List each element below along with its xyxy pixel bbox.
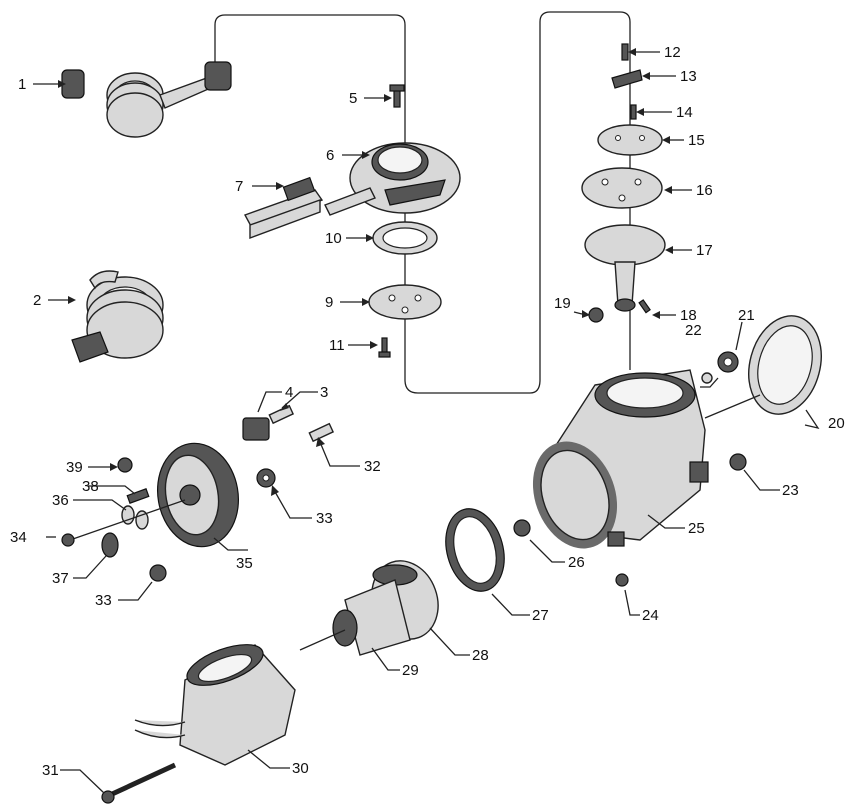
- part-6-valve-plate: [349, 142, 461, 214]
- part-4-block: [242, 417, 270, 441]
- part-31-cable: [101, 762, 177, 804]
- part-15-plate: [597, 124, 663, 156]
- leader-lines: [33, 48, 820, 794]
- callout-24: 24: [642, 607, 659, 624]
- part-18-screw: [638, 299, 651, 314]
- callout-18: 18: [680, 307, 697, 324]
- callout-36: 36: [52, 492, 69, 509]
- part-3-screw: [268, 404, 295, 425]
- part-9-plate: [368, 284, 442, 320]
- callout-1: 1: [18, 76, 26, 93]
- callout-30: 30: [292, 760, 309, 777]
- part-32-screw: [308, 422, 335, 443]
- callout-4: 4: [285, 384, 293, 401]
- callout-9: 9: [325, 294, 333, 311]
- part-10-gasket: [372, 221, 438, 255]
- callout-29: 29: [402, 662, 419, 679]
- callout-20: 20: [828, 415, 845, 432]
- callout-10: 10: [325, 230, 342, 247]
- callout-6: 6: [326, 147, 334, 164]
- part-30-motor-housing: [134, 644, 296, 766]
- part-24-screw: [615, 573, 629, 587]
- callout-2: 2: [33, 292, 41, 309]
- part-22-washer: [701, 372, 713, 384]
- callout-23: 23: [782, 482, 799, 499]
- part-12-screw: [621, 43, 629, 61]
- callout-34: 34: [10, 529, 27, 546]
- callout-labels: 1 2 3 4 5 6 7 8 9 10 11 12 13 14 15 16 1…: [10, 44, 845, 779]
- callout-14: 14: [676, 104, 693, 121]
- callout-22: 22: [685, 322, 702, 339]
- callout-17: 17: [696, 242, 713, 259]
- callout-27: 27: [532, 607, 549, 624]
- callout-7: 7: [235, 178, 243, 195]
- callout-39: 39: [66, 459, 83, 476]
- part-7-reed-strips: [243, 176, 376, 240]
- callout-33-lower: 33: [95, 592, 112, 609]
- part-35-fan: [156, 442, 240, 548]
- part-38-spring: [126, 488, 150, 504]
- part-11-screw: [378, 337, 391, 358]
- callout-21: 21: [738, 307, 755, 324]
- callout-37: 37: [52, 570, 69, 587]
- part-19-nut: [588, 307, 604, 323]
- part-29-rotor: [299, 579, 411, 656]
- part-2-coiled-cable: [71, 270, 164, 363]
- callout-26: 26: [568, 554, 585, 571]
- callout-33-upper: 33: [316, 510, 333, 527]
- callout-11: 11: [329, 337, 345, 354]
- part-37-disc: [101, 532, 119, 558]
- callout-35: 35: [236, 555, 253, 572]
- callout-12: 12: [664, 44, 681, 61]
- connection-lines: [214, 11, 631, 394]
- callout-15: 15: [688, 132, 705, 149]
- part-1-coiled-cable: [61, 61, 232, 138]
- callout-28: 28: [472, 647, 489, 664]
- part-33-nut-lower: [149, 564, 167, 582]
- part-5-screw: [389, 84, 405, 108]
- callout-19: 19: [554, 295, 571, 312]
- part-26-nut: [513, 519, 531, 537]
- part-34-shaft: [61, 499, 186, 547]
- part-16-plate: [581, 167, 663, 209]
- part-17-diaphragm: [584, 224, 666, 312]
- callout-3: 3: [320, 384, 328, 401]
- part-14-screw: [630, 104, 637, 120]
- part-23-nut: [729, 453, 747, 471]
- part-39-nut: [117, 457, 133, 473]
- callout-38: 38: [82, 478, 99, 495]
- callout-31: 31: [42, 762, 59, 779]
- callout-25: 25: [688, 520, 705, 537]
- callout-13: 13: [680, 68, 697, 85]
- part-33-nut-upper: [256, 468, 276, 488]
- part-20-cover-ring: [704, 315, 822, 419]
- part-27-ring: [445, 508, 505, 592]
- callout-5: 5: [349, 90, 357, 107]
- part-25-housing: [532, 369, 709, 549]
- part-21-nut: [717, 351, 739, 373]
- callout-32: 32: [364, 458, 381, 475]
- part-13-bracket: [611, 69, 643, 89]
- callout-16: 16: [696, 182, 713, 199]
